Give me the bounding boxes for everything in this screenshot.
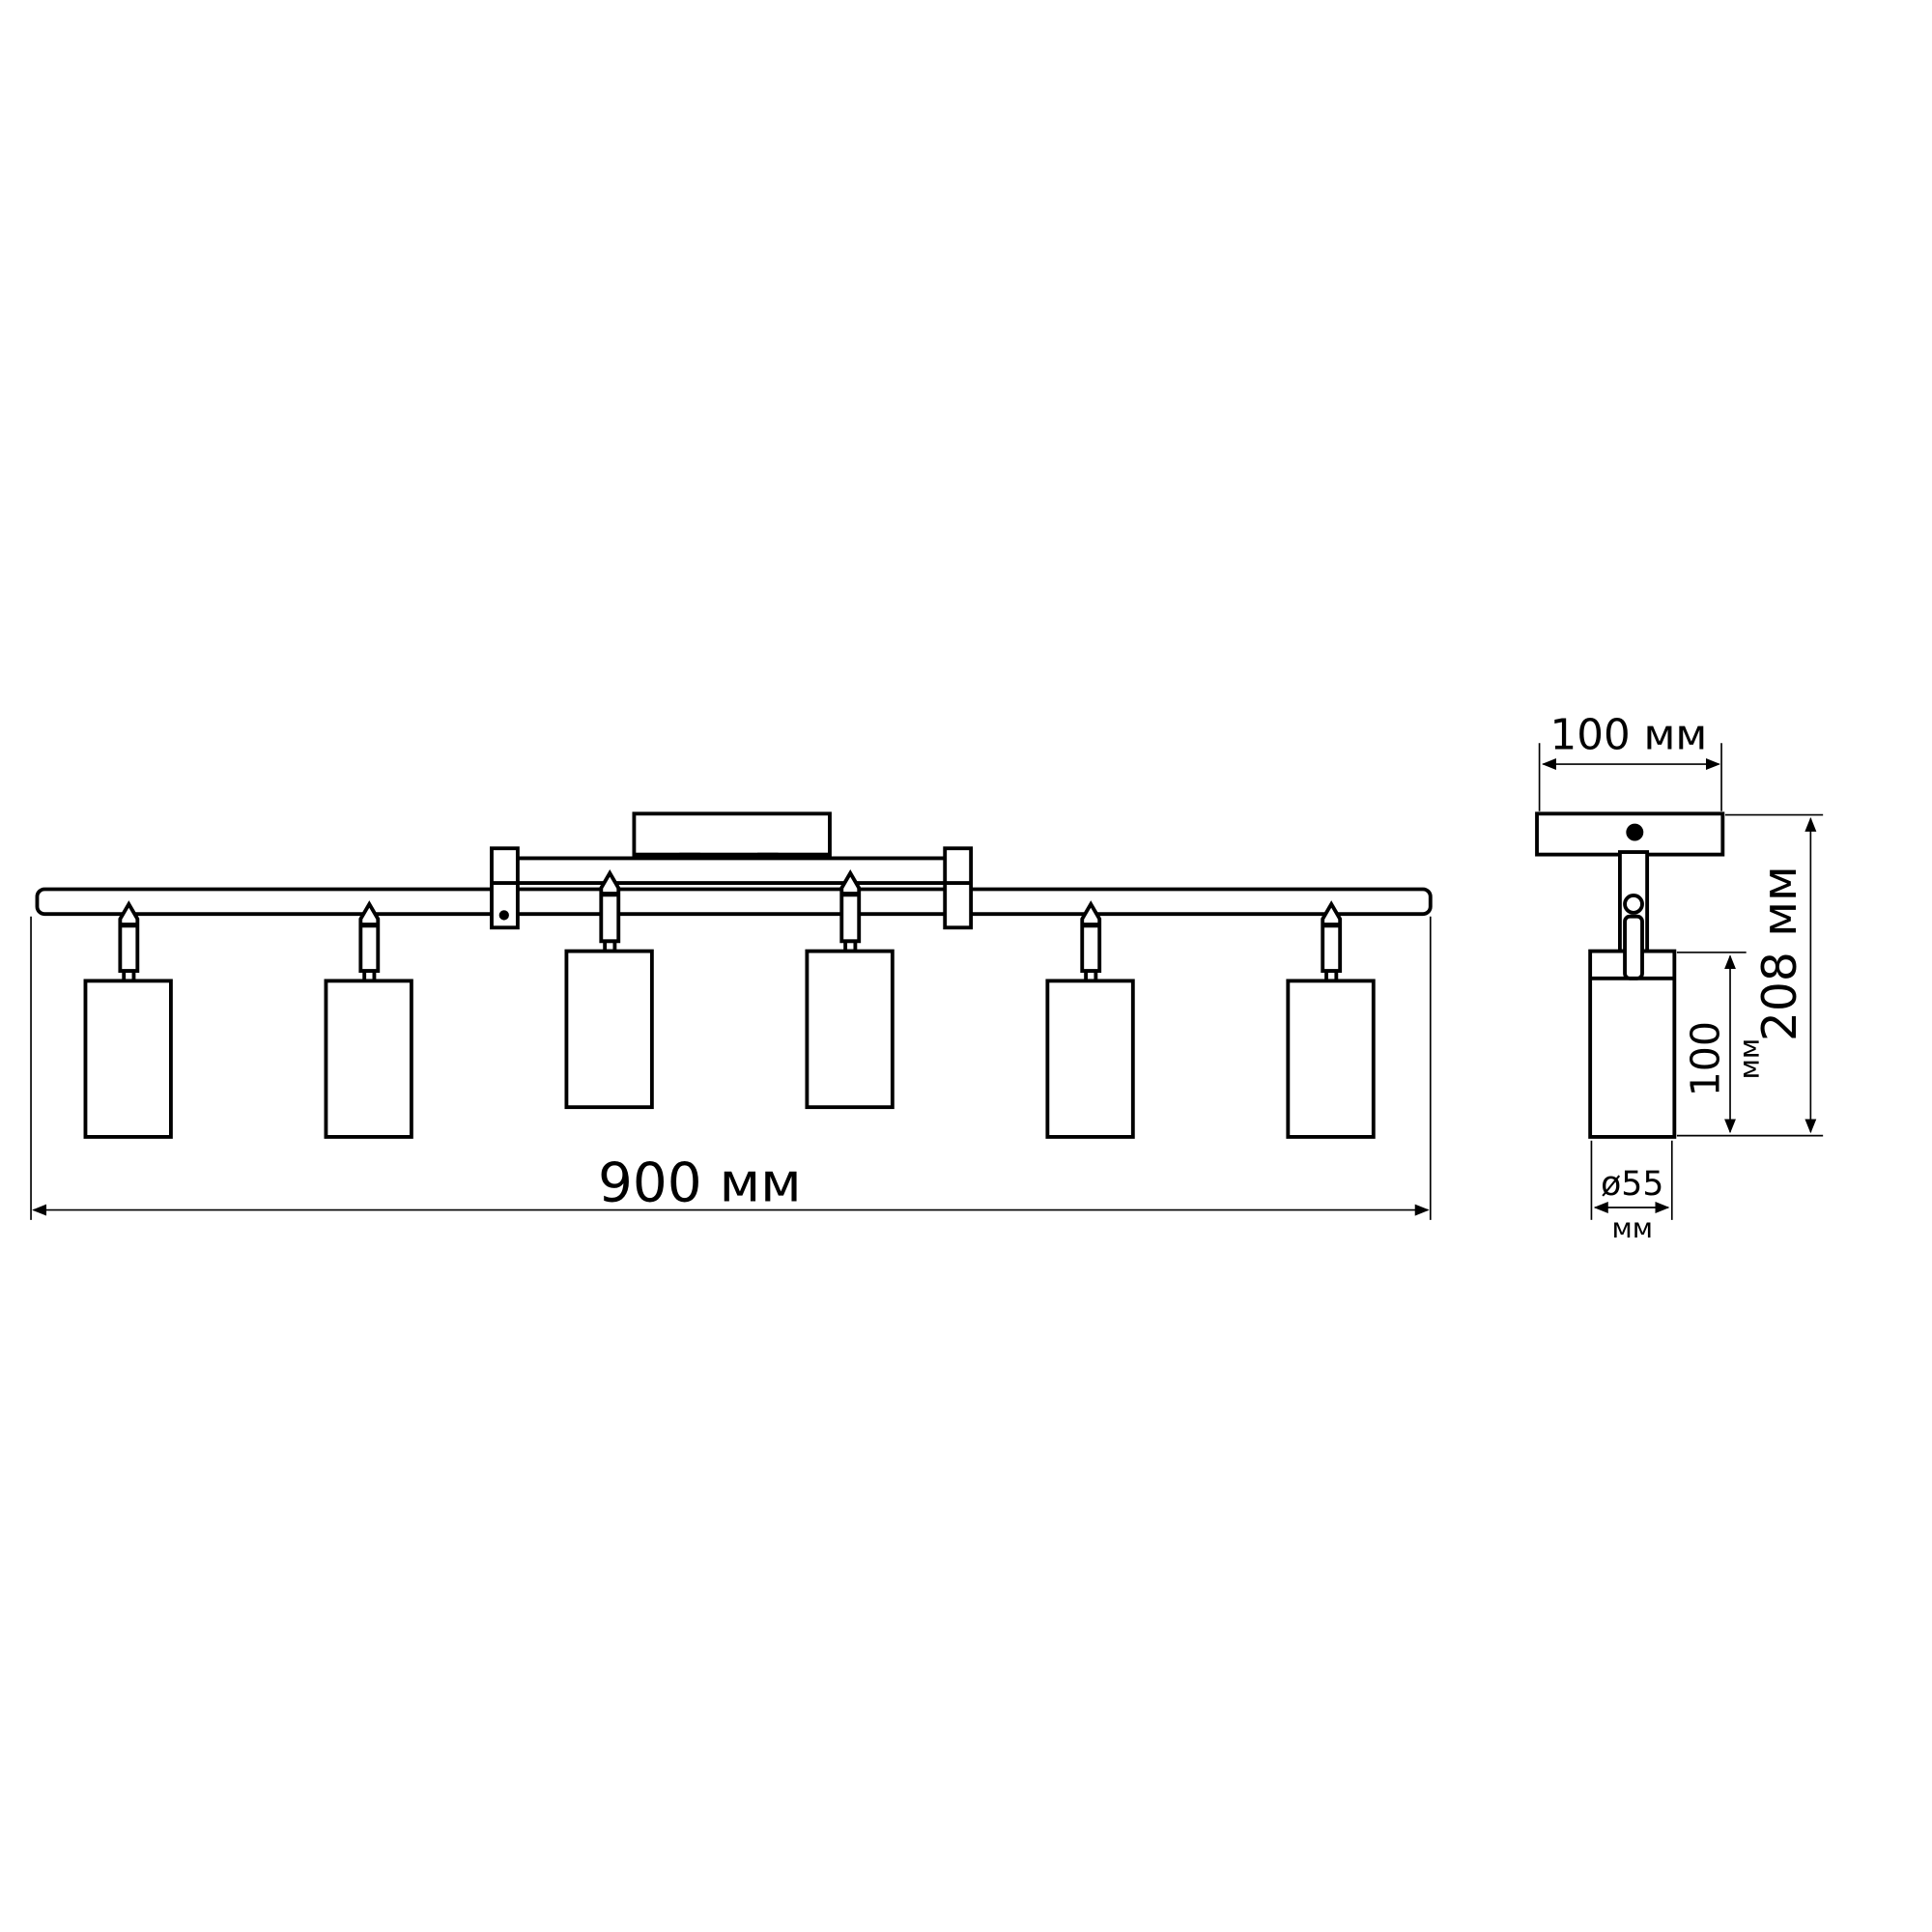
side-bar bbox=[35, 887, 1433, 917]
ceiling-canopy bbox=[632, 811, 832, 857]
lamp-shade bbox=[1045, 979, 1135, 1139]
width-label: 900 мм bbox=[598, 1152, 802, 1215]
lamp-shade bbox=[1286, 979, 1376, 1139]
shade-diameter-value: ø55 bbox=[1601, 1165, 1663, 1204]
lamp-stem bbox=[118, 900, 140, 974]
canopy-width-label: 100 мм bbox=[1550, 712, 1708, 760]
right-bracket bbox=[943, 846, 974, 930]
lamp-stem bbox=[839, 869, 862, 944]
shade-height-unit: мм bbox=[1734, 1038, 1766, 1080]
lamp-shade bbox=[324, 979, 413, 1139]
lamp-stem bbox=[599, 869, 621, 944]
screw-dot bbox=[498, 910, 509, 921]
shade-height-value: 100 bbox=[1682, 1021, 1728, 1096]
width-dimension: 900 мм bbox=[30, 916, 1432, 1220]
spot-lamp bbox=[324, 900, 413, 1139]
spot-lamp bbox=[83, 900, 173, 1139]
shade-diameter-dimension: ø55 мм bbox=[1590, 1140, 1673, 1244]
total-height-dimension: 208 мм bbox=[1676, 813, 1824, 1137]
spot-lamp bbox=[1286, 900, 1376, 1139]
spot-lamp bbox=[564, 869, 654, 1110]
lamps bbox=[83, 869, 1376, 1139]
lamp-stem bbox=[1321, 900, 1343, 974]
lamp-stem bbox=[358, 900, 381, 974]
side-shade bbox=[1588, 949, 1677, 1139]
canopy-width-dimension: 100 мм bbox=[1538, 712, 1722, 811]
center-bar bbox=[505, 856, 956, 886]
side-view: 100 мм 208 мм 100 мм ø55 мм bbox=[1535, 712, 1824, 1244]
front-view: 900 мм bbox=[30, 811, 1433, 1220]
spot-lamp bbox=[805, 869, 895, 1110]
lamp-shade bbox=[83, 979, 173, 1139]
canopy-screw bbox=[1626, 823, 1644, 841]
total-height-label: 208 мм bbox=[1753, 866, 1807, 1041]
pivot-joint bbox=[1623, 894, 1644, 915]
spot-lamp bbox=[1045, 900, 1135, 1139]
lamp-stem bbox=[1080, 900, 1102, 974]
lamp-shade bbox=[564, 949, 654, 1110]
lamp-shade bbox=[805, 949, 895, 1110]
shade-diameter-unit: мм bbox=[1611, 1212, 1653, 1244]
shade-height-dimension: 100 мм bbox=[1676, 952, 1766, 1134]
